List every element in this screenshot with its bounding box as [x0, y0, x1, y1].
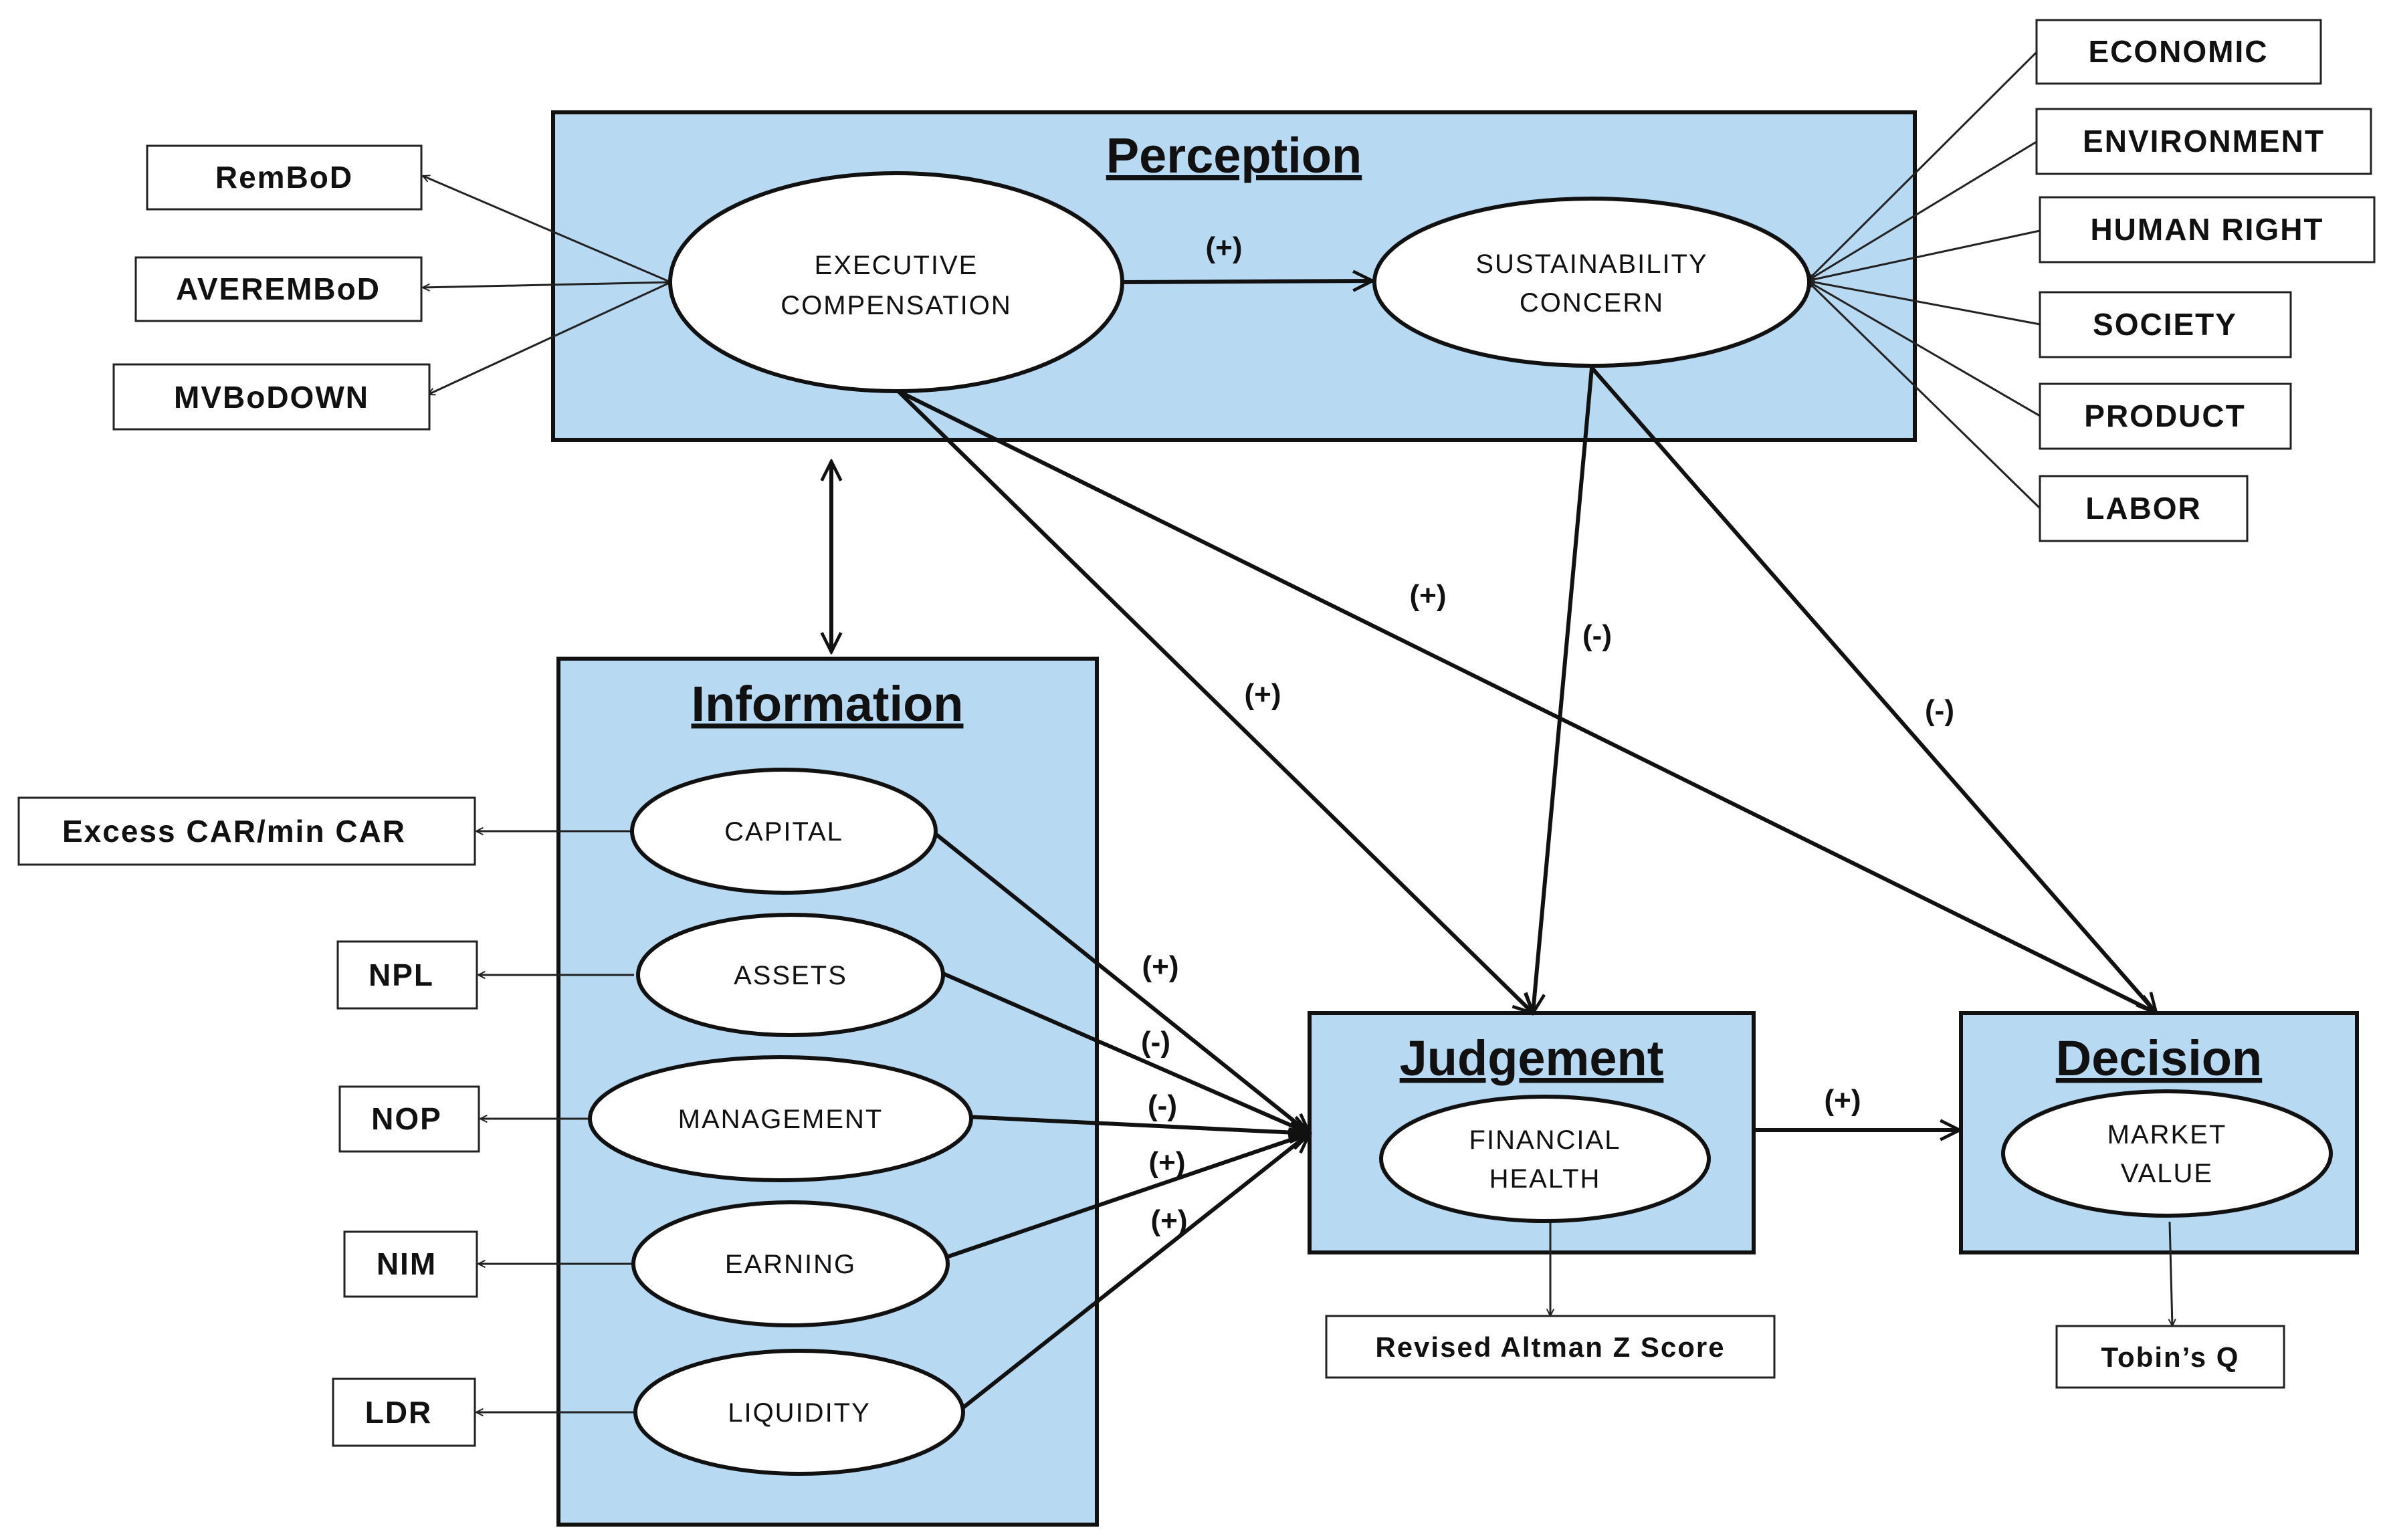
human-right-label: HUMAN RIGHT — [2090, 212, 2323, 247]
product-arrow — [1807, 280, 2041, 417]
liquidity-arrow — [962, 1133, 1310, 1410]
assets-arrow — [940, 971, 1310, 1133]
assets-label: ASSETS — [734, 961, 847, 990]
altman-z-label: Revised Altman Z Score — [1375, 1331, 1725, 1363]
sign-management: (-) — [1148, 1089, 1177, 1122]
npl-box — [336, 940, 478, 1010]
labor-label: LABOR — [2085, 491, 2202, 526]
capital-arrow — [928, 827, 1310, 1133]
averembod-arrow — [423, 281, 671, 288]
labor-arrow — [1807, 281, 2041, 510]
comp-to-decision-arrow — [897, 389, 2156, 1015]
financial-health-label-2: HEALTH — [1489, 1164, 1601, 1194]
human-right-arrow — [1807, 229, 2041, 281]
executive-compensation-label-2: COMPENSATION — [781, 291, 1012, 320]
liquidity-label: LIQUIDITY — [728, 1398, 871, 1428]
assets-ellipse — [636, 913, 945, 1037]
npl-label: NPL — [369, 958, 434, 992]
executive-compensation-label-1: EXECUTIVE — [815, 251, 978, 280]
society-label: SOCIETY — [2093, 307, 2237, 342]
management-label: MANAGEMENT — [678, 1105, 884, 1134]
nim-box — [343, 1230, 478, 1298]
perception-title: Perception — [1106, 128, 1362, 183]
decision-title: Decision — [2056, 1030, 2262, 1086]
judgement-title: Judgement — [1400, 1030, 1664, 1086]
management-arrow — [966, 1115, 1310, 1133]
mvbodown-label: MVBoDOWN — [174, 380, 369, 415]
ldr-label: LDR — [365, 1395, 433, 1430]
sustainability-concern-ellipse — [1372, 197, 1811, 368]
human-right-box — [2039, 196, 2376, 263]
ldr-box — [332, 1378, 476, 1447]
environment-label: ENVIRONMENT — [2083, 124, 2325, 158]
environment-box — [2035, 108, 2372, 175]
society-box — [2039, 291, 2292, 358]
comp-to-judgement-arrow — [896, 389, 1533, 1013]
information-title: Information — [692, 676, 964, 732]
economic-label: ECONOMIC — [2089, 34, 2269, 69]
market-value-label-2: VALUE — [2121, 1159, 2213, 1188]
product-box — [2039, 382, 2292, 450]
nop-box — [338, 1085, 480, 1153]
economic-arrow — [1807, 51, 2038, 281]
society-arrow — [1807, 281, 2041, 326]
market-value-ellipse — [2001, 1089, 2333, 1218]
tobins-q-box — [2055, 1325, 2285, 1389]
sustainability-concern-label-2: CONCERN — [1520, 288, 1664, 318]
earning-ellipse — [631, 1200, 950, 1327]
product-label: PRODUCT — [2084, 399, 2245, 433]
sustainability-concern-label-1: SUSTAINABILITY — [1475, 249, 1707, 279]
sign-comp-to-decision: (+) — [1410, 579, 1447, 612]
averembod-box — [134, 256, 423, 322]
rembod-label: RemBoD — [215, 160, 353, 195]
rembod-box — [146, 144, 423, 211]
sign-earning: (+) — [1149, 1146, 1186, 1179]
financial-health-ellipse — [1379, 1095, 1711, 1223]
tobins-q-indicator-arrow — [2170, 1221, 2172, 1326]
sust-to-judgement-arrow — [1533, 367, 1594, 1013]
market-value-label-1: MARKET — [2107, 1120, 2227, 1149]
sign-assets: (-) — [1141, 1026, 1170, 1059]
earning-label: EARNING — [725, 1250, 856, 1279]
averembod-label: AVEREMBoD — [176, 271, 381, 306]
tobins-q-label: Tobin’s Q — [2101, 1341, 2240, 1373]
sign-sust-to-judgement: (-) — [1582, 619, 1612, 652]
nop-label: NOP — [371, 1101, 442, 1136]
rembod-arrow — [423, 176, 671, 284]
excess-car-box — [17, 796, 476, 866]
sust-to-decision-arrow — [1590, 366, 2156, 1013]
executive-compensation-ellipse — [668, 171, 1124, 393]
economic-box — [2035, 19, 2322, 85]
nim-label: NIM — [377, 1246, 437, 1281]
altman-z-box — [1325, 1315, 1776, 1379]
comp-to-sustainability-arrow — [1122, 281, 1372, 282]
labor-box — [2039, 475, 2249, 542]
sign-capital: (+) — [1142, 950, 1179, 983]
sign-judgement-to-decision: (+) — [1825, 1084, 1861, 1117]
financial-health-label-1: FINANCIAL — [1469, 1125, 1621, 1155]
sign-sust-to-decision: (-) — [1925, 694, 1954, 727]
sign-comp-to-judgement: (+) — [1245, 678, 1281, 711]
mvbodown-arrow — [428, 281, 671, 396]
earning-arrow — [946, 1133, 1310, 1259]
capital-label: CAPITAL — [724, 817, 843, 847]
liquidity-ellipse — [633, 1349, 965, 1476]
management-ellipse — [588, 1055, 973, 1182]
excess-car-label: Excess CAR/min CAR — [62, 814, 406, 849]
environment-arrow — [1807, 140, 2037, 282]
mvbodown-box — [112, 363, 431, 431]
sign-liquidity: (+) — [1151, 1204, 1188, 1237]
capital-ellipse — [630, 768, 938, 895]
sign-comp-to-sust: (+) — [1206, 231, 1243, 264]
